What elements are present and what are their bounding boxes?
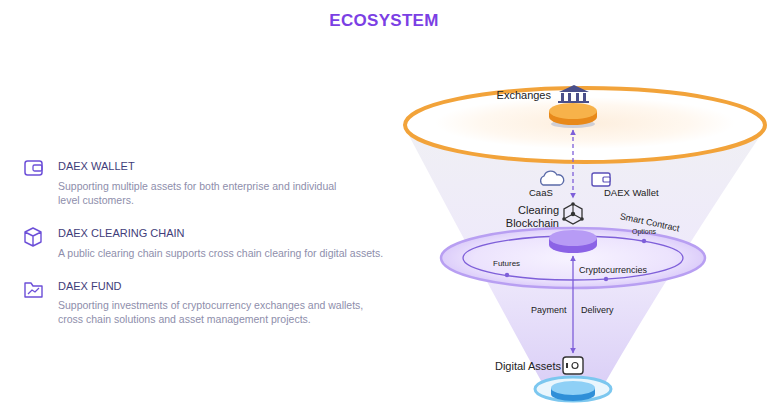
disc-top	[551, 381, 595, 395]
service-label: DAEX Wallet	[604, 187, 659, 198]
asset-ring	[535, 377, 611, 401]
ring-dot	[604, 277, 608, 281]
chain-icon	[25, 228, 41, 246]
hub-dot	[571, 202, 575, 206]
wallet-icon	[25, 161, 42, 175]
hub-dot	[580, 217, 584, 221]
feature-text: A public clearing chain supports cross c…	[58, 246, 448, 260]
bank-column	[583, 93, 586, 101]
fund-icon-chart	[28, 288, 39, 294]
ring-dot	[505, 273, 509, 277]
safe-handle	[566, 363, 568, 368]
hub-dot	[562, 217, 566, 221]
ring-label: Cryptocurrencies	[579, 265, 647, 276]
ring-dot	[642, 239, 646, 243]
safe-icon	[563, 357, 583, 374]
funnel-body	[406, 130, 764, 388]
bank-column	[561, 93, 564, 101]
feature-text: Supporting investments of cryptocurrency…	[58, 298, 368, 326]
flow-label: Payment	[531, 305, 567, 316]
cloud-icon	[541, 171, 564, 185]
wallet-icon-clasp	[33, 165, 42, 171]
service-label: CaaS	[529, 187, 553, 198]
safe-body	[563, 357, 583, 374]
bank-column	[576, 93, 579, 101]
hub-dot	[571, 212, 575, 216]
hub-hexagon	[564, 204, 582, 224]
hub-spokes	[564, 204, 582, 219]
flow-label: Delivery	[581, 305, 614, 316]
feature-heading: DAEX WALLET	[58, 160, 135, 173]
exchange-disc: Exchanges	[545, 84, 601, 128]
clearing-disc: Clearing Blockchain	[545, 200, 601, 254]
feature-text: Supporting multiple assets for both ente…	[58, 179, 358, 207]
flow-connector	[572, 130, 573, 198]
bank-icon	[558, 85, 589, 103]
page-title: ECOSYSTEM	[0, 11, 768, 31]
asset-disc: Digital Assets	[545, 355, 601, 403]
bank-column	[568, 93, 571, 101]
node-shape	[545, 84, 601, 128]
bank-base	[558, 101, 589, 103]
feature-heading: DAEX FUND	[58, 280, 122, 293]
safe-dial	[572, 363, 578, 369]
ring-label: Options	[632, 228, 656, 236]
disc-top	[549, 230, 597, 246]
exchange-ring	[405, 88, 765, 162]
disc-top	[549, 103, 597, 119]
node-label: Exchanges	[461, 89, 551, 102]
wallet-icon-clasp	[603, 177, 610, 182]
hub-icon	[562, 202, 584, 224]
feature-heading: DAEX CLEARING CHAIN	[58, 227, 185, 240]
ring-label: Futures	[493, 259, 520, 269]
node-label: Clearing Blockchain	[493, 204, 559, 229]
flow-connector	[572, 256, 573, 353]
exchange-glow	[435, 97, 735, 149]
fund-icon	[25, 283, 42, 297]
bank-roof	[559, 85, 589, 92]
wallet-icon	[592, 173, 610, 186]
node-label: Digital Assets	[471, 360, 561, 373]
